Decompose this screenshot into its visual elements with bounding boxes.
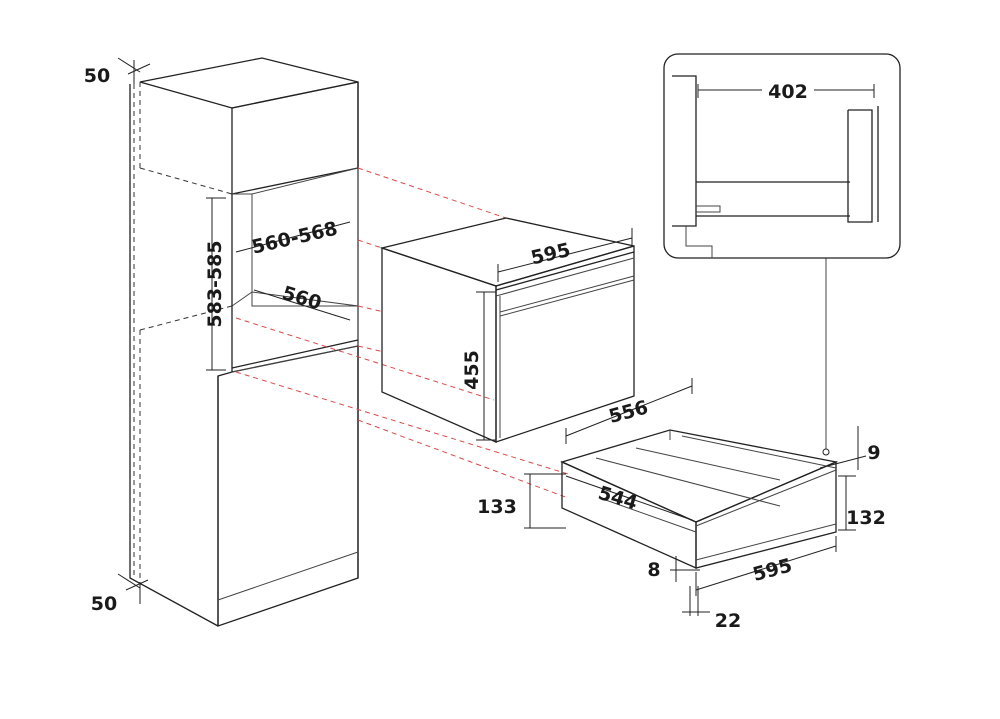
dim-front-depth: 22 <box>682 586 741 632</box>
dim-drawer-inner-depth: 544 <box>565 475 693 521</box>
dim-niche-width: 560-568 <box>235 218 351 259</box>
dim-oven-width: 595 <box>497 228 633 282</box>
drawer-front <box>695 461 837 569</box>
label-drawer-height: 132 <box>846 507 886 529</box>
dim-drawer-width: 595 <box>695 536 837 596</box>
label-front-depth: 22 <box>715 610 741 632</box>
label-drawer-depth: 556 <box>606 396 650 428</box>
label-top-gap: 50 <box>84 65 110 87</box>
dim-drawer-height: 132 <box>838 475 886 531</box>
label-niche-width: 560-568 <box>250 218 340 259</box>
label-bottom-gap-small: 8 <box>647 559 660 581</box>
label-drawer-inner-depth: 544 <box>596 482 640 515</box>
cabinet <box>129 57 359 627</box>
drawer-top <box>560 429 839 523</box>
dim-top-gap-small: 9 <box>819 426 881 470</box>
oven-side <box>381 247 497 443</box>
guide-lines <box>235 167 569 499</box>
label-oven-width: 595 <box>529 239 573 269</box>
cabinet-left-edge <box>129 84 219 627</box>
dim-oven-height: 455 <box>461 291 496 441</box>
label-detail-width: 402 <box>768 81 808 103</box>
detail-inset: 402 <box>663 53 901 456</box>
oven-front <box>495 245 635 443</box>
label-niche-depth: 560 <box>280 282 324 315</box>
oven <box>379 217 635 443</box>
drawer <box>560 429 839 570</box>
label-drawer-width: 595 <box>750 554 794 586</box>
dim-drawer-niche-height: 133 <box>477 473 566 529</box>
dim-bottom-gap-small: 8 <box>647 556 700 582</box>
dim-bottom-gap: 50 <box>91 573 149 615</box>
label-niche-height: 583-585 <box>204 240 226 327</box>
detail-frame <box>663 53 901 259</box>
label-top-gap-small: 9 <box>867 442 880 464</box>
dim-niche-height: 583-585 <box>204 197 226 371</box>
dim-top-gap: 50 <box>84 57 151 87</box>
label-drawer-niche-height: 133 <box>477 496 517 518</box>
label-bottom-gap: 50 <box>91 593 117 615</box>
cabinet-upper-front <box>231 81 359 195</box>
drawer-side <box>561 460 697 570</box>
cabinet-top <box>139 57 359 109</box>
label-oven-height: 455 <box>461 350 483 390</box>
dim-niche-depth: 560 <box>253 282 351 321</box>
dim-drawer-depth: 556 <box>565 378 693 444</box>
oven-top <box>379 217 635 287</box>
